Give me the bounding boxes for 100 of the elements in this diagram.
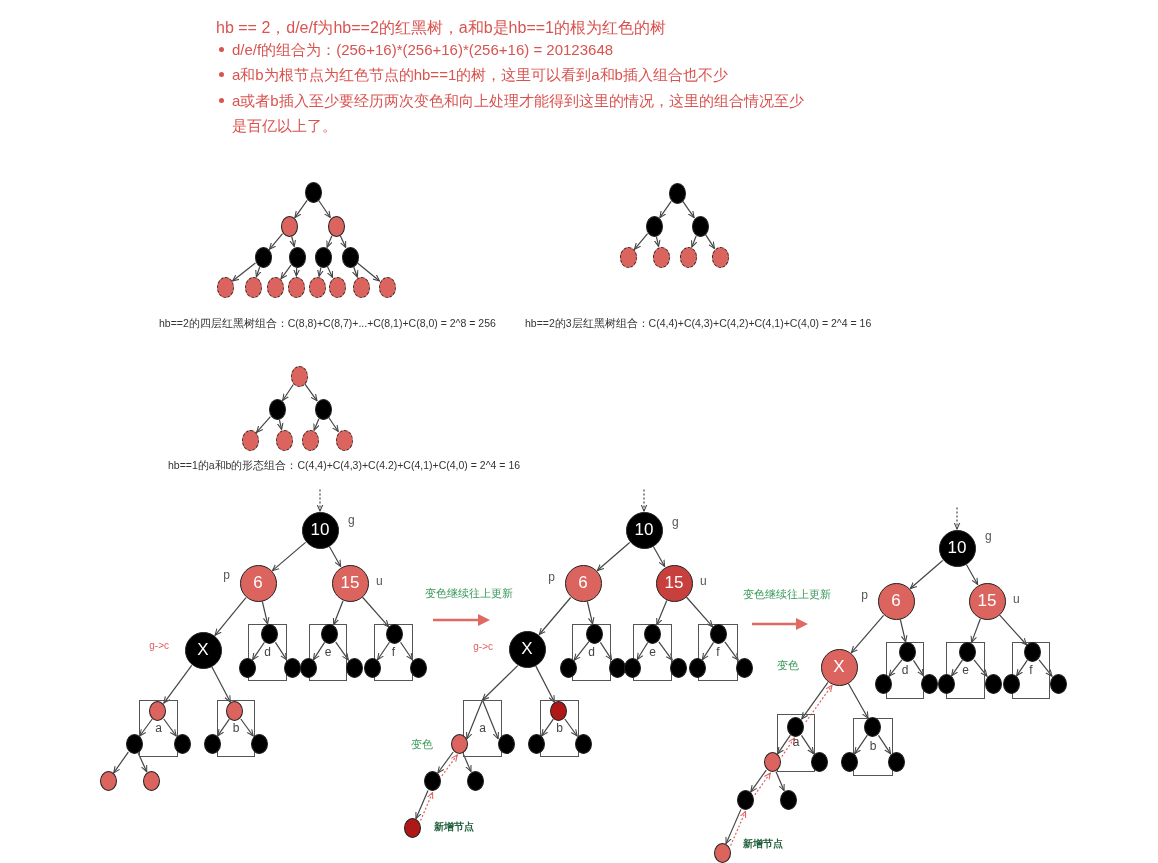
arrow: [953, 506, 961, 530]
arrow: [658, 641, 673, 661]
arrow: [316, 488, 324, 512]
tree-node: [688, 658, 706, 678]
arrow: [899, 618, 908, 643]
arrow: [356, 262, 381, 282]
tree-node: [423, 771, 441, 791]
node-label: 变色: [777, 658, 799, 672]
tree-node: [691, 215, 709, 237]
arrow: [255, 266, 262, 278]
arrow: [877, 734, 892, 755]
arrow: [268, 233, 284, 250]
tree-node: 6: [564, 564, 602, 602]
arrow: [415, 789, 429, 820]
tree-node: [735, 658, 753, 678]
arrow: [652, 545, 666, 568]
arrow: [399, 641, 414, 661]
subtree-label: b: [231, 721, 241, 735]
arrow: [659, 200, 672, 219]
path-arrow: [730, 810, 747, 847]
tree-node: 15: [655, 564, 693, 602]
node-label: g->c: [473, 640, 493, 654]
arrow: [217, 718, 230, 737]
tree-node: [261, 623, 278, 644]
tree-node: 6: [877, 582, 915, 620]
arrow: [1038, 659, 1053, 677]
arrow-label: 变色继续往上更新: [425, 585, 513, 601]
arrow: [481, 699, 499, 740]
arrow: [701, 641, 715, 661]
subtree-label: f: [1028, 663, 1034, 677]
tree-node: [314, 398, 332, 420]
tree-node: [497, 734, 515, 754]
tree-node: [363, 658, 381, 678]
arrow: [240, 718, 254, 737]
path-arrow: [781, 737, 796, 758]
tree-node: [779, 790, 797, 810]
arrow: [481, 665, 519, 701]
subtree-label: d: [587, 645, 596, 659]
arrow: [854, 734, 868, 755]
tree-node: [550, 700, 567, 721]
arrow: [640, 488, 648, 512]
arrow: [137, 752, 148, 773]
tree-node: [299, 658, 317, 678]
subtree-label: a: [154, 721, 163, 735]
arrow: [326, 235, 333, 248]
arrow: [1016, 659, 1028, 677]
subtree-label: a: [478, 721, 487, 735]
tree-node: [574, 734, 592, 754]
tree-node: [787, 716, 804, 737]
arrow: [564, 718, 578, 737]
subtree-label: a: [791, 735, 801, 749]
arrow: [289, 235, 296, 248]
tree-node: [314, 246, 332, 268]
arrow: [294, 199, 308, 219]
arrow: [280, 264, 292, 280]
arrow: [113, 751, 129, 774]
tree-node: [403, 818, 421, 838]
tree-node: [321, 623, 338, 644]
arrow: [682, 200, 695, 219]
node-label: u: [376, 574, 383, 588]
tree-node: [810, 752, 828, 772]
tree-node: [711, 246, 729, 268]
arrow: [538, 596, 572, 636]
tree-node: 10: [625, 511, 663, 549]
caption: hb==1的a和b的形态组合：C(4,4)+C(4,3)+C(4.2)+C(4,1)+C(4,0) = 2^4 = 16: [168, 457, 521, 473]
heading: hb == 2，d/e/f为hb==2的红黑树，a和b是hb==1的根为红色的树: [216, 18, 666, 38]
arrow: [317, 267, 324, 277]
tree-node: [341, 246, 359, 268]
bullet-item: a和b为根节点为红色节点的hb==1的树，这里可以看到a和b插入组合也不少: [216, 61, 728, 87]
subtree-label: b: [868, 739, 878, 753]
arrow: [965, 563, 979, 586]
tree-node: X: [184, 631, 222, 669]
node-label: p: [223, 568, 230, 582]
arrow: [312, 641, 326, 661]
tree-node: [125, 734, 143, 754]
arrow: [231, 262, 257, 282]
node-label: u: [700, 574, 707, 588]
arrow: [437, 751, 454, 774]
tree-node: [216, 276, 234, 298]
tree-node: [308, 276, 326, 298]
tree-node: [679, 246, 697, 268]
tree-node: [527, 734, 545, 754]
tree-node: X: [820, 648, 858, 686]
tree-node: [283, 658, 301, 678]
tree-node: [669, 658, 687, 678]
tree-node: [173, 734, 191, 754]
tree-node: [840, 752, 858, 772]
tree-node: [149, 700, 166, 721]
path-arrow: [420, 791, 434, 822]
arrow: [970, 618, 981, 643]
tree-node: 10: [938, 529, 976, 567]
tree-node: [668, 182, 686, 204]
arrow: [376, 641, 391, 661]
arrow: [271, 541, 307, 572]
tree-node: [899, 641, 916, 662]
tree-node: [288, 246, 306, 268]
arrow: [163, 718, 177, 737]
arrow: [850, 614, 885, 654]
tree-node: [301, 429, 319, 451]
arrow: [332, 600, 344, 626]
